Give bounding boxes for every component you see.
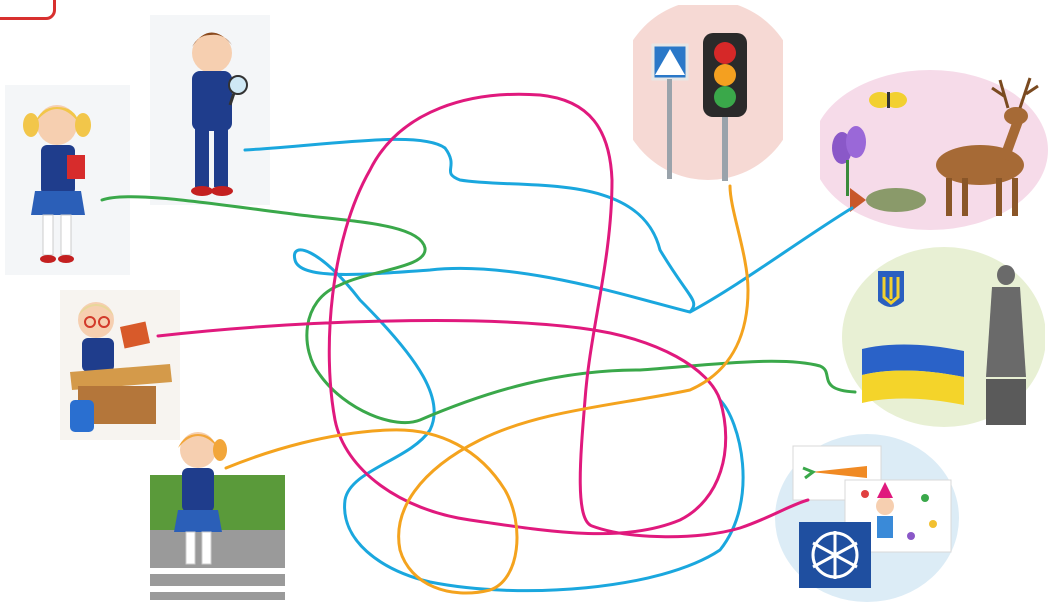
- snowflake-card-icon: [799, 522, 871, 588]
- girl-at-crosswalk[interactable]: [150, 420, 285, 600]
- green-line[interactable]: [102, 197, 855, 423]
- boy-magnifier-figure-icon: [150, 15, 270, 205]
- boy-at-desk[interactable]: [60, 290, 180, 440]
- monument-icon: [986, 265, 1026, 425]
- girl-with-book[interactable]: [5, 85, 130, 275]
- butterfly-icon: [869, 92, 907, 108]
- homeland-scene: [840, 245, 1045, 430]
- trident-coat-of-arms-icon: [878, 271, 904, 307]
- homeland-symbols-picture[interactable]: [840, 245, 1045, 430]
- nature-scene: [820, 60, 1048, 235]
- art-cards-scene: [775, 428, 960, 603]
- girl-crosswalk-figure-icon: [150, 420, 285, 600]
- girl-book-figure-icon: [5, 85, 130, 275]
- task-number-badge: [0, 0, 56, 20]
- nature-picture[interactable]: [820, 60, 1048, 235]
- orange-line[interactable]: [226, 186, 748, 593]
- traffic-scene: [633, 5, 783, 185]
- traffic-rules-picture[interactable]: [633, 5, 783, 185]
- boy-with-magnifier[interactable]: [150, 15, 270, 205]
- art-cards-picture[interactable]: [775, 428, 960, 603]
- ukrainian-flag-icon: [862, 344, 964, 405]
- boy-desk-figure-icon: [60, 290, 180, 440]
- blue-line-loop: [294, 250, 743, 591]
